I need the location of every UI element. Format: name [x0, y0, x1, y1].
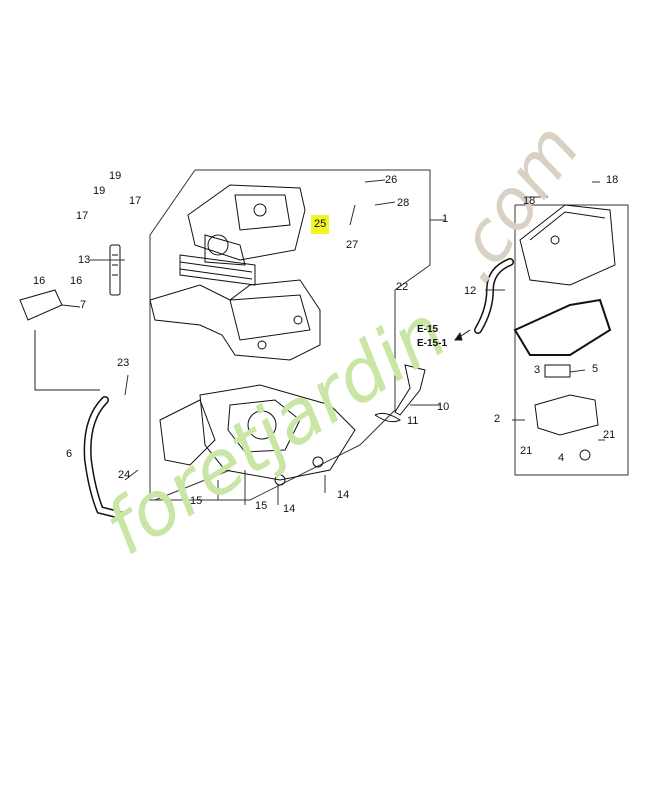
breather-block-3 — [544, 364, 571, 378]
callout-19b: 19 — [109, 170, 122, 182]
callout-22: 22 — [396, 281, 409, 293]
frame-head-cover-assembly — [514, 204, 629, 476]
callout-4: 4 — [558, 452, 565, 464]
callout-7: 7 — [80, 299, 87, 311]
callout-10: 10 — [437, 401, 450, 413]
callout-1: 1 — [442, 213, 449, 225]
dipstick-seal — [374, 412, 401, 423]
ref-e15: E-15 — [417, 324, 439, 335]
callout-15b: 15 — [255, 500, 268, 512]
callout-26: 26 — [385, 174, 398, 186]
crankcase — [159, 384, 356, 486]
callout-28: 28 — [397, 197, 410, 209]
head-cover — [519, 204, 616, 286]
frame-cylinder-assembly — [149, 169, 431, 501]
callout-13: 13 — [78, 254, 91, 266]
callout-2: 2 — [494, 413, 501, 425]
callout-14a: 14 — [283, 503, 296, 515]
callout-25-highlighted: 25 — [311, 215, 330, 234]
callout-14b: 14 — [337, 489, 350, 501]
leader-7 — [61, 304, 81, 308]
callout-16b: 16 — [70, 275, 83, 287]
ref-e15-1: E-15-1 — [417, 338, 448, 349]
callout-18b: 18 — [606, 174, 619, 186]
gasket — [513, 298, 612, 356]
leader-16-to-hose — [34, 330, 100, 391]
oil-dipstick — [394, 364, 426, 416]
leader-lines — [90, 179, 605, 505]
spark-plug — [109, 244, 121, 296]
nut-4 — [579, 449, 591, 461]
callout-16a: 16 — [33, 275, 46, 287]
callout-17b: 17 — [129, 195, 142, 207]
callout-23: 23 — [117, 357, 130, 369]
callout-5: 5 — [592, 363, 599, 375]
callout-6: 6 — [66, 448, 73, 460]
callout-19: 19 — [93, 185, 106, 197]
callout-15a: 15 — [190, 495, 203, 507]
callout-3: 3 — [534, 364, 541, 376]
breather-separator — [534, 394, 599, 436]
callout-21b: 21 — [603, 429, 616, 441]
callout-21a: 21 — [520, 445, 533, 457]
cylinder-head — [149, 184, 321, 361]
callout-24: 24 — [118, 469, 131, 481]
callout-27: 27 — [346, 239, 359, 251]
bracket-7 — [19, 289, 63, 321]
callout-17a: 17 — [76, 210, 89, 222]
callout-12: 12 — [464, 285, 477, 297]
callout-18a: 18 — [523, 195, 536, 207]
callout-11: 11 — [407, 415, 419, 427]
